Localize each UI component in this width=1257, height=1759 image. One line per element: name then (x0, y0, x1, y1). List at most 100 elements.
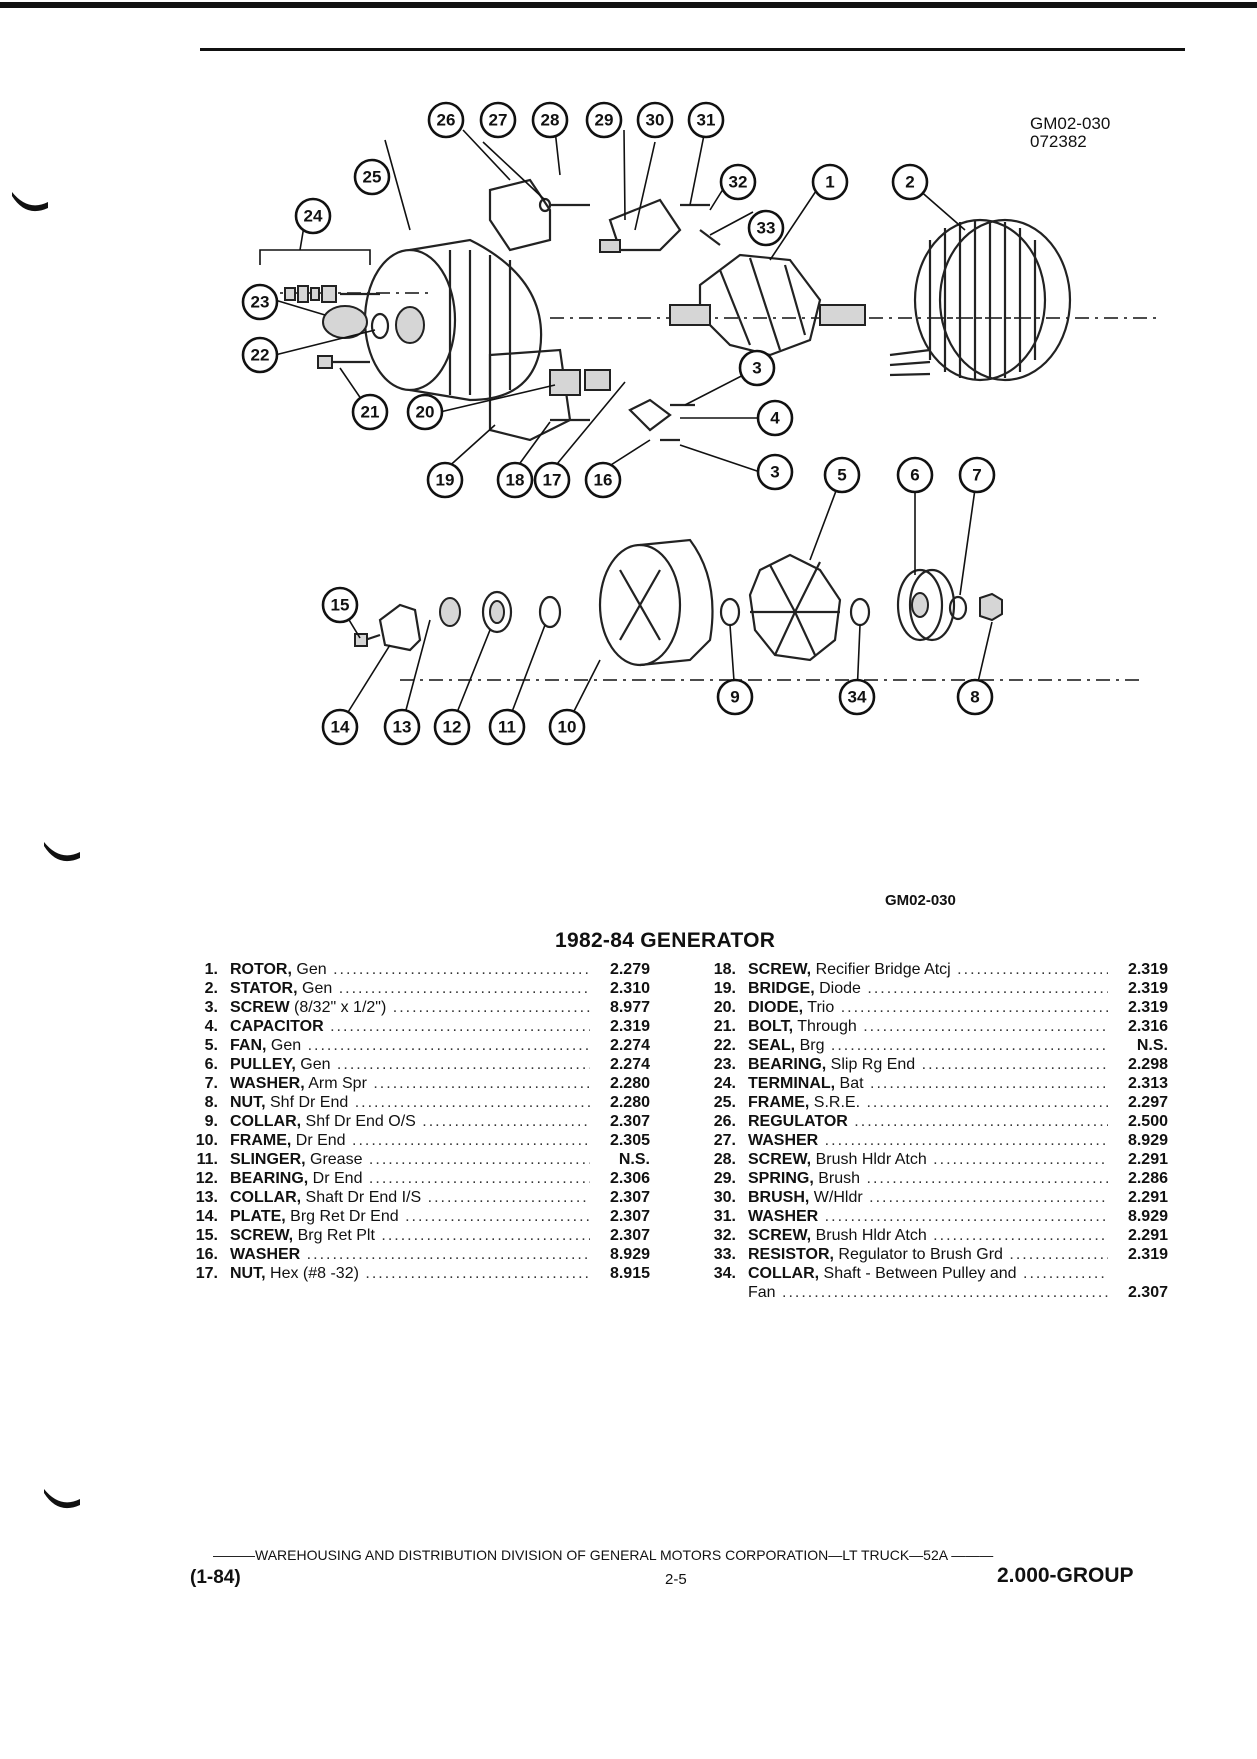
parts-row: 4. CAPACITOR ............................… (180, 1017, 650, 1036)
part-group-code: 2.280 (609, 1075, 650, 1092)
part-number: 9. (204, 1113, 218, 1130)
part-group-code: 2.274 (609, 1056, 650, 1073)
figure-id: GM02-030 (1030, 114, 1111, 133)
part-name: SCREW, (230, 1227, 294, 1244)
callout-21: 21 (351, 393, 389, 431)
parts-row: 2.STATOR, Gen ..........................… (180, 979, 650, 998)
part-detail: Gen (295, 1056, 331, 1073)
callout-23: 23 (241, 283, 279, 321)
drive-end-bearing (481, 590, 513, 634)
revision-date: (1-84) (190, 1567, 241, 1588)
part-description: CAPACITOR ..............................… (230, 1018, 590, 1035)
part-detail: Grease (305, 1151, 363, 1168)
part-description: COLLAR, Shaft Dr End I/S ...............… (230, 1189, 590, 1206)
callout-30: 30 (636, 101, 674, 139)
parts-row: 23. BEARING, Slip Rg End ................… (698, 1055, 1168, 1074)
callout-6: 6 (896, 456, 934, 494)
part-description: SLINGER, Grease ........................… (230, 1151, 590, 1168)
part-detail: Trio (803, 999, 835, 1016)
svg-text:29: 29 (595, 111, 614, 130)
binder-mark-icon (12, 192, 48, 212)
figure-date: 072382 (1030, 132, 1087, 151)
svg-text:17: 17 (543, 471, 562, 490)
parts-row: 30.BRUSH, W/Hldr .......................… (698, 1188, 1168, 1207)
part-number: 23. (713, 1056, 736, 1073)
parts-row: 19.BRIDGE, Diode .......................… (698, 979, 1168, 998)
svg-text:3: 3 (770, 463, 779, 482)
shaft-nut (979, 592, 1003, 622)
part-number: 13. (195, 1189, 218, 1206)
part-detail: Brush Hldr Atch (811, 1151, 927, 1168)
svg-text:19: 19 (436, 471, 455, 490)
svg-text:30: 30 (646, 111, 665, 130)
part-detail: Gen (266, 1037, 302, 1054)
rectifier-bridge (488, 348, 611, 442)
part-description: SPRING, Brush ..........................… (748, 1170, 1108, 1187)
callout-11: 11 (488, 708, 526, 746)
part-name: COLLAR, (230, 1113, 302, 1130)
callout-27: 27 (479, 101, 517, 139)
part-group-code: 8.929 (609, 1246, 650, 1263)
svg-text:34: 34 (848, 688, 867, 707)
part-description: BRIDGE, Diode ..........................… (748, 980, 1108, 997)
part-description: BRUSH, W/Hldr ..........................… (748, 1189, 1108, 1206)
parts-list-left: 1.ROTOR, Gen ...........................… (180, 960, 650, 1283)
terminal-stack (259, 249, 380, 303)
part-name: WASHER, (230, 1075, 305, 1092)
part-group-code: 2.291 (1127, 1227, 1168, 1244)
parts-row: 20.DIODE, Trio .........................… (698, 998, 1168, 1017)
fan (748, 553, 842, 662)
parts-row: 27.WASHER ..............................… (698, 1131, 1168, 1150)
part-description: WASHER, Arm Spr ........................… (230, 1075, 590, 1092)
part-detail: Bat (835, 1075, 864, 1092)
parts-row: 13. COLLAR, Shaft Dr End I/S ............… (180, 1188, 650, 1207)
group-number: 2.000-GROUP (997, 1564, 1134, 1587)
part-number: 20. (713, 999, 736, 1016)
svg-text:24: 24 (304, 207, 323, 226)
part-description: ROTOR, Gen .............................… (230, 961, 590, 978)
parts-row: 3.SCREW (8/32" x 1/2") .................… (180, 998, 650, 1017)
svg-text:25: 25 (363, 168, 382, 187)
callout-17: 17 (533, 461, 571, 499)
part-description: PULLEY, Gen ............................… (230, 1056, 590, 1073)
part-name: TERMINAL, (748, 1075, 836, 1092)
regulator (488, 178, 552, 252)
part-number: 34. (713, 1265, 736, 1282)
part-number: 28. (713, 1151, 736, 1168)
part-number: 6. (204, 1056, 218, 1073)
arm-spring-washer (948, 595, 968, 621)
callout-9: 9 (716, 678, 754, 716)
svg-text:4: 4 (770, 409, 780, 428)
part-group-code: 2.297 (1127, 1094, 1168, 1111)
svg-text:12: 12 (443, 718, 462, 737)
part-number: 10. (195, 1132, 218, 1149)
part-group-code: 2.307 (1127, 1284, 1168, 1301)
part-number: 4. (204, 1018, 218, 1035)
callout-29: 29 (585, 101, 623, 139)
callout-26: 26 (427, 101, 465, 139)
part-group-code: 2.274 (609, 1037, 650, 1054)
svg-text:6: 6 (910, 466, 919, 485)
svg-text:5: 5 (837, 466, 846, 485)
part-group-code: 2.319 (1127, 1246, 1168, 1263)
svg-text:7: 7 (972, 466, 981, 485)
part-number: 25. (713, 1094, 736, 1111)
part-detail: Gen (291, 961, 327, 978)
part-number: 21. (713, 1018, 736, 1035)
part-group-code: 2.310 (609, 980, 650, 997)
part-description: BEARING, Slip Rg End ...................… (748, 1056, 1108, 1073)
part-description: BEARING, Dr End ........................… (230, 1170, 590, 1187)
part-detail: Gen (297, 980, 333, 997)
parts-row: 24.TERMINAL, Bat .......................… (698, 1074, 1168, 1093)
part-description: RESISTOR, Regulator to Brush Grd .......… (748, 1246, 1108, 1263)
parts-list-right: 18.SCREW, Recifier Bridge Atcj .........… (698, 960, 1168, 1302)
collar-outer (719, 597, 741, 627)
part-description: COLLAR, Shf Dr End O/S .................… (230, 1113, 590, 1130)
publisher-line: ———WAREHOUSING AND DISTRIBUTION DIVISION… (213, 1547, 994, 1563)
part-detail: Regulator to Brush Grd (833, 1246, 1003, 1263)
part-description: REGULATOR ..............................… (748, 1113, 1108, 1130)
part-description: BOLT, Through ..........................… (748, 1018, 1108, 1035)
part-group-code: 2.291 (1127, 1189, 1168, 1206)
part-group-code: 2.286 (1127, 1170, 1168, 1187)
callout-4: 4 (756, 399, 794, 437)
